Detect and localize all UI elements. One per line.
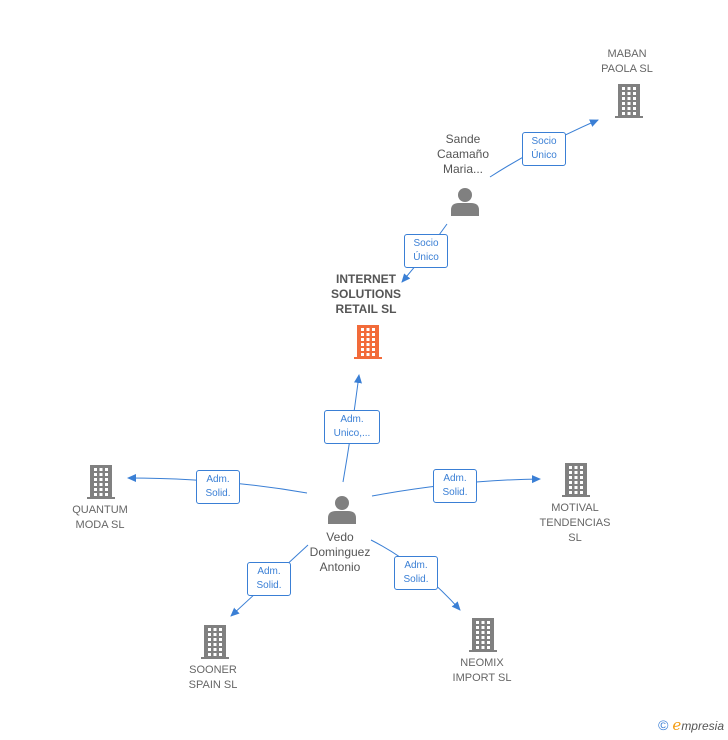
building-icon-motival-tendencias[interactable]	[562, 463, 590, 497]
building-icon-sooner-spain[interactable]	[201, 625, 229, 659]
edge-label-vedo-internet[interactable]: Adm.Unico,...	[324, 410, 380, 444]
building-icon-neomix-import[interactable]	[469, 618, 497, 652]
brand-name: empresia	[672, 716, 724, 734]
edge-label-vedo-neomix[interactable]: Adm.Solid.	[394, 556, 438, 590]
building-icon-internet-solutions-retail[interactable]	[354, 325, 382, 359]
edge-label-vedo-sooner[interactable]: Adm.Solid.	[247, 562, 291, 596]
copyright-icon: ©	[658, 717, 669, 733]
person-icon-vedo-dominguez[interactable]	[328, 496, 356, 524]
edge-label-vedo-motival[interactable]: Adm.Solid.	[433, 469, 477, 503]
building-icon-quantum-moda[interactable]	[87, 465, 115, 499]
person-icon-sande-caamano[interactable]	[451, 188, 479, 216]
edge-label-vedo-quantum[interactable]: Adm.Solid.	[196, 470, 240, 504]
empresia-brand[interactable]: © empresia	[658, 716, 724, 734]
building-icon-maban-paola[interactable]	[615, 84, 643, 118]
